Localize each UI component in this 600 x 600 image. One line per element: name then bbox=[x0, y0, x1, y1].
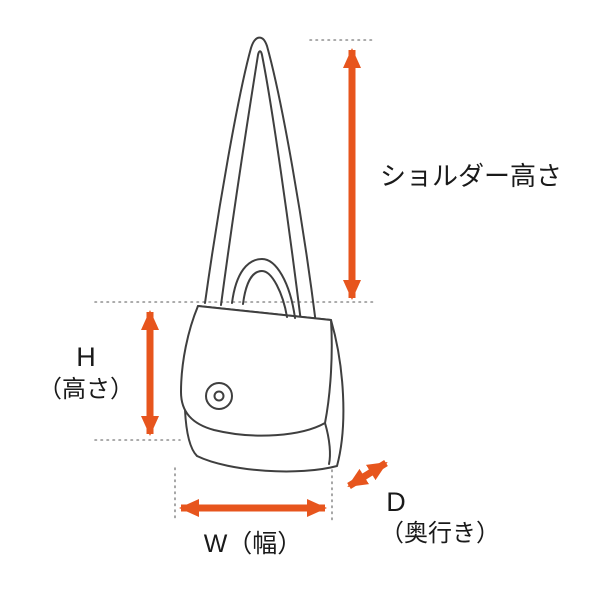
depth-arrow bbox=[347, 460, 388, 489]
bag-flap bbox=[180, 305, 333, 437]
width-label: W（幅） bbox=[204, 530, 303, 558]
gusset-crease-line bbox=[324, 422, 331, 465]
handle-outer-line bbox=[231, 258, 296, 319]
dimension-arrows bbox=[141, 48, 388, 517]
height-name-label: （高さ） bbox=[38, 376, 134, 403]
dimension-labels: ショルダー高さ H （高さ） W（幅） D （奥行き） bbox=[38, 161, 562, 558]
shoulder-height-label: ショルダー高さ bbox=[380, 161, 562, 191]
handle-inner-line bbox=[242, 270, 288, 318]
depth-abbr-label: D bbox=[386, 487, 406, 517]
guide-lines bbox=[94, 39, 375, 523]
clasp-outer-icon bbox=[205, 382, 233, 410]
strap-outer-line bbox=[204, 36, 317, 325]
bag-illustration bbox=[180, 36, 345, 473]
clasp-inner-icon bbox=[213, 390, 225, 402]
depth-name-label: （奥行き） bbox=[380, 520, 500, 547]
strap-inner-line bbox=[220, 50, 302, 323]
height-abbr-label: H bbox=[76, 342, 96, 372]
